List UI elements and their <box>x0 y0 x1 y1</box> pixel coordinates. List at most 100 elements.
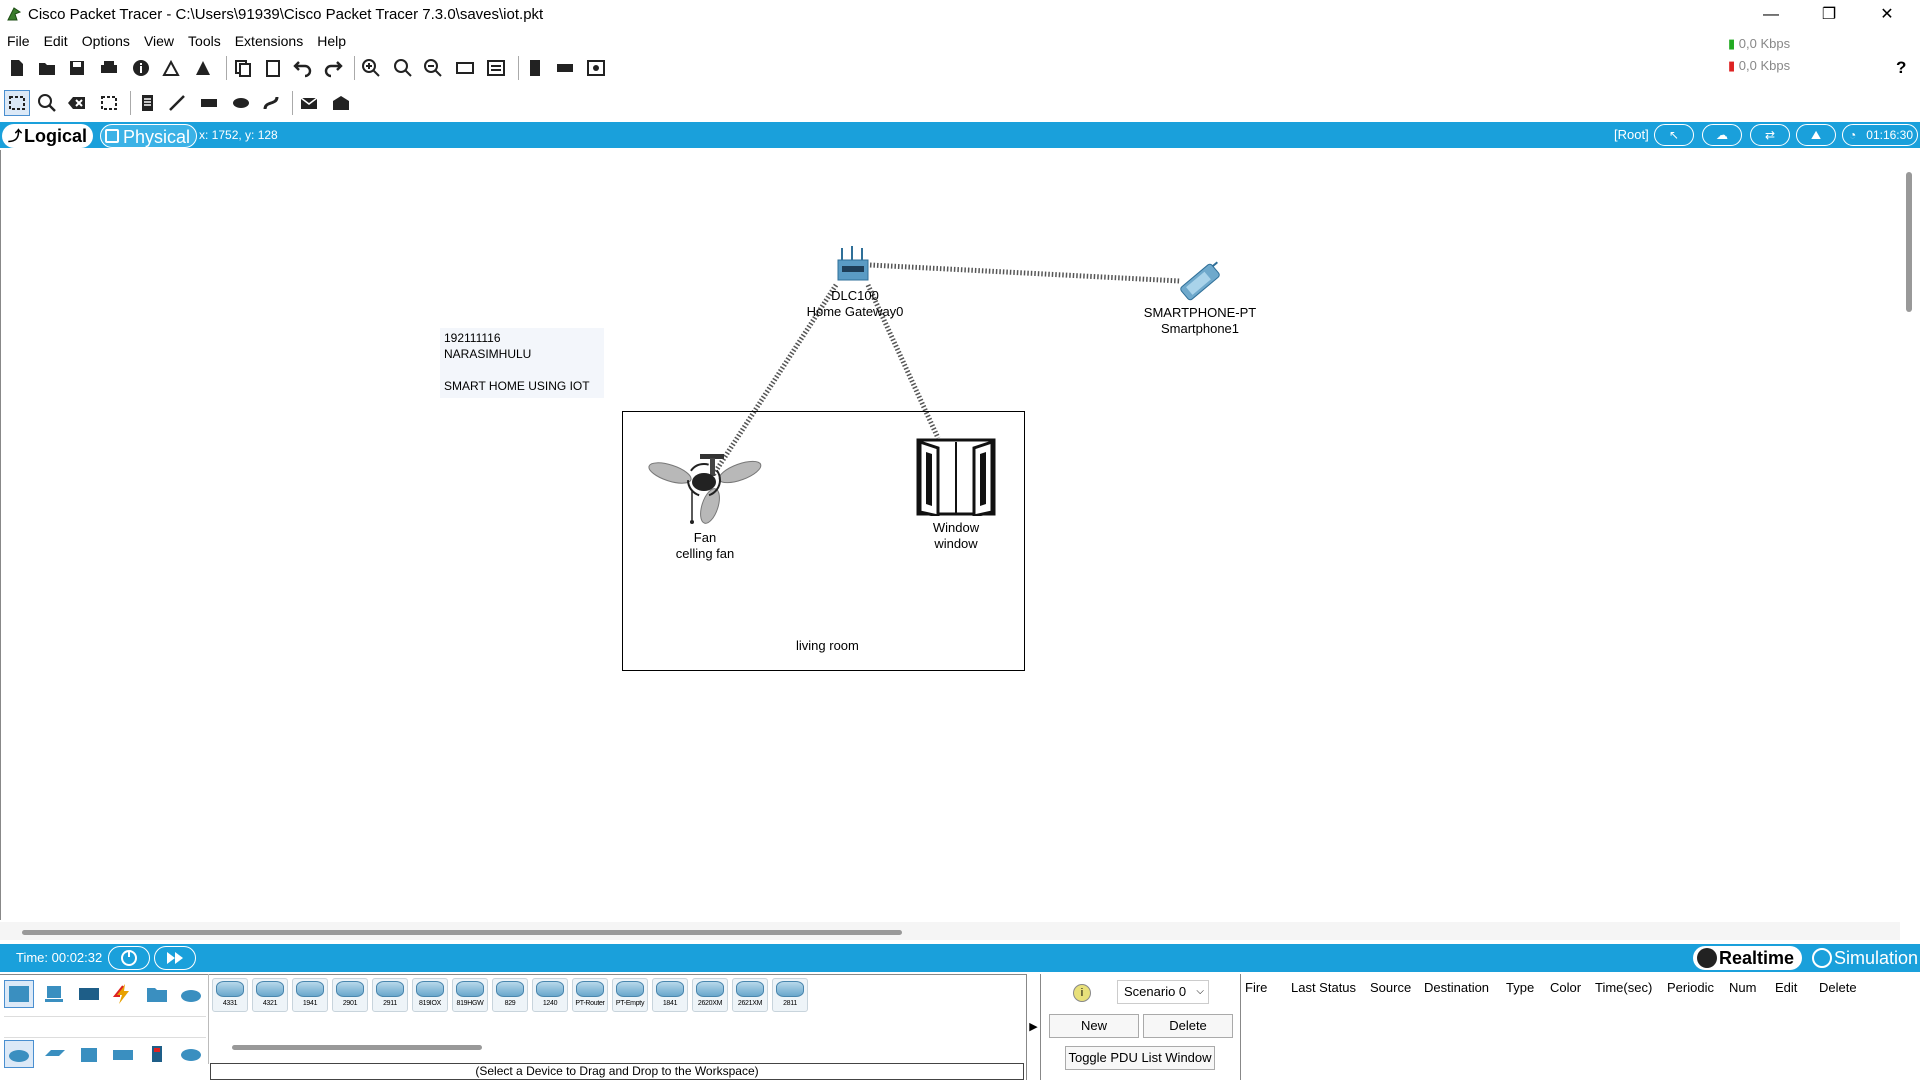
zoom-reset-icon[interactable] <box>390 55 416 81</box>
pdu-col-color[interactable]: Color <box>1550 980 1582 995</box>
pdu-col-type[interactable]: Type <box>1506 980 1535 995</box>
pdu-col-destination[interactable]: Destination <box>1424 980 1490 995</box>
device-model-button[interactable]: PT-Empty <box>612 978 648 1012</box>
device-template-icon[interactable] <box>552 55 578 81</box>
living-room-label[interactable]: living room <box>796 638 859 653</box>
save-icon[interactable] <box>64 55 90 81</box>
add-complex-pdu-icon[interactable] <box>328 90 354 116</box>
menu-options[interactable]: Options <box>81 33 130 49</box>
new-cluster-button[interactable]: ⇄ <box>1750 124 1790 146</box>
subcategory-routers[interactable] <box>4 1040 34 1068</box>
new-file-icon[interactable] <box>4 55 30 81</box>
custom-device-icon[interactable] <box>483 55 509 81</box>
device-model-button[interactable]: 4331 <box>212 978 248 1012</box>
resize-shape-icon[interactable] <box>96 90 122 116</box>
toggle-pdu-list-button[interactable]: Toggle PDU List Window <box>1065 1046 1215 1070</box>
draw-line-icon[interactable] <box>164 90 190 116</box>
freeform-icon[interactable] <box>258 90 284 116</box>
subcategory-wan-emulation[interactable] <box>176 1040 206 1068</box>
zoom-out-icon[interactable] <box>420 55 446 81</box>
vertical-scrollbar[interactable] <box>1900 150 1920 920</box>
device-model-button[interactable]: 819IOX <box>412 978 448 1012</box>
drawing-palette-icon[interactable] <box>452 55 478 81</box>
redo-icon[interactable] <box>320 55 346 81</box>
add-simple-pdu-icon[interactable] <box>296 90 322 116</box>
menu-extensions[interactable]: Extensions <box>234 33 304 49</box>
draw-rectangle-icon[interactable] <box>196 90 222 116</box>
window-device[interactable] <box>916 436 996 518</box>
category-network-devices[interactable] <box>4 980 34 1008</box>
category-miscellaneous[interactable] <box>142 980 172 1008</box>
network-info-icon[interactable] <box>190 55 216 81</box>
device-model-button[interactable]: 2620XM <box>692 978 728 1012</box>
logical-workspace[interactable] <box>0 150 1900 920</box>
pdu-col-last-status[interactable]: Last Status <box>1291 980 1357 995</box>
category-connections[interactable] <box>108 980 138 1008</box>
horizontal-scroll-thumb[interactable] <box>22 930 902 935</box>
network-topology-icon[interactable] <box>583 55 609 81</box>
device-model-button[interactable]: 829 <box>492 978 528 1012</box>
pdu-col-delete[interactable]: Delete <box>1819 980 1857 995</box>
subcategory-wireless[interactable] <box>108 1040 138 1068</box>
power-cycle-button[interactable] <box>108 946 150 970</box>
subcategory-switches[interactable] <box>40 1040 70 1068</box>
device-list-scrollbar[interactable] <box>232 1045 482 1050</box>
menu-file[interactable]: File <box>7 33 30 49</box>
menu-tools[interactable]: Tools <box>188 33 221 49</box>
device-model-button[interactable]: 1240 <box>532 978 568 1012</box>
inspect-icon[interactable] <box>34 90 60 116</box>
menu-help[interactable]: Help <box>317 33 346 49</box>
category-end-devices[interactable] <box>40 980 70 1008</box>
activity-wizard-icon[interactable] <box>158 55 184 81</box>
delete-scenario-button[interactable]: Delete <box>1143 1014 1233 1038</box>
set-background-button[interactable]: ⛰ <box>1796 124 1836 146</box>
undo-icon[interactable] <box>290 55 316 81</box>
category-components[interactable] <box>74 980 104 1008</box>
close-button[interactable]: ✕ <box>1880 6 1894 23</box>
category-multiuser[interactable] <box>176 980 206 1008</box>
delete-tool-icon[interactable] <box>64 90 90 116</box>
workspace-note[interactable]: 192111116 NARASIMHULU SMART HOME USING I… <box>440 328 604 398</box>
minimize-button[interactable]: — <box>1763 6 1779 23</box>
zoom-in-icon[interactable] <box>358 55 384 81</box>
device-model-button[interactable]: 2901 <box>332 978 368 1012</box>
subcategory-hubs[interactable] <box>74 1040 104 1068</box>
gateway-window-link[interactable] <box>865 283 941 440</box>
device-model-button[interactable]: 1841 <box>652 978 688 1012</box>
device-model-button[interactable]: 819HGW <box>452 978 488 1012</box>
menu-view[interactable]: View <box>143 33 175 49</box>
info-icon[interactable] <box>128 55 154 81</box>
device-model-button[interactable]: 4321 <box>252 978 288 1012</box>
device-model-button[interactable]: 2621XM <box>732 978 768 1012</box>
place-note-icon[interactable] <box>134 90 160 116</box>
subcategory-security[interactable] <box>142 1040 172 1068</box>
panel-collapse-arrow-icon[interactable]: ▶ <box>1026 974 1040 1080</box>
scenario-info-icon[interactable]: i <box>1073 984 1091 1002</box>
pdu-col-edit[interactable]: Edit <box>1775 980 1798 995</box>
vertical-scroll-thumb[interactable] <box>1906 172 1912 312</box>
print-icon[interactable] <box>96 55 122 81</box>
draw-ellipse-icon[interactable] <box>228 90 254 116</box>
device-model-button[interactable]: PT-Router <box>572 978 608 1012</box>
horizontal-scrollbar[interactable] <box>0 922 1900 940</box>
gateway-smartphone-link[interactable] <box>869 262 1181 284</box>
copy-icon[interactable] <box>230 55 256 81</box>
select-tool-icon[interactable] <box>4 90 30 116</box>
menu-edit[interactable]: Edit <box>43 33 68 49</box>
ceiling-fan-device[interactable] <box>648 450 764 530</box>
back-button[interactable]: ↖ <box>1654 124 1694 146</box>
fast-forward-button[interactable] <box>154 946 196 970</box>
pdu-col-source[interactable]: Source <box>1370 980 1412 995</box>
open-folder-icon[interactable] <box>34 55 60 81</box>
gateway-fan-link[interactable] <box>707 283 839 482</box>
device-model-button[interactable]: 1941 <box>292 978 328 1012</box>
pdu-col-time[interactable]: Time(sec) <box>1595 980 1653 995</box>
living-room-area[interactable] <box>622 411 1025 671</box>
smartphone-device[interactable] <box>1172 258 1228 306</box>
device-model-button[interactable]: 2811 <box>772 978 808 1012</box>
pdu-col-fire[interactable]: Fire <box>1245 980 1268 995</box>
home-gateway-device[interactable] <box>834 244 874 288</box>
new-scenario-button[interactable]: New <box>1049 1014 1139 1038</box>
device-model-button[interactable]: 2911 <box>372 978 408 1012</box>
cluster-button[interactable]: ☁ <box>1702 124 1742 146</box>
